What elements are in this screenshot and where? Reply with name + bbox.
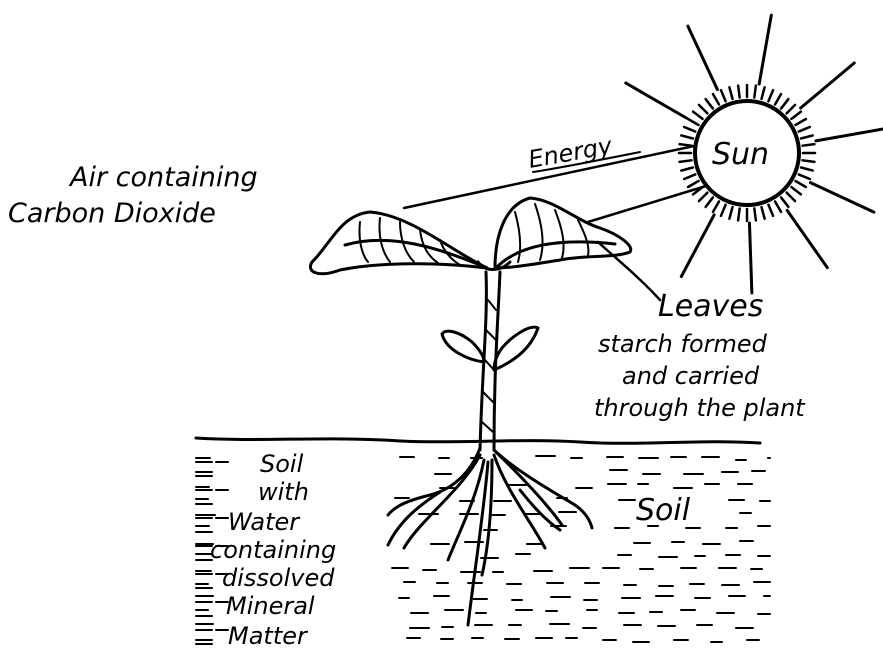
sun-label: Sun <box>712 137 769 172</box>
air-label: Air containing Carbon Dioxide <box>8 162 258 229</box>
leaves-label: Leaves starch formed and carried through… <box>594 242 806 422</box>
small-right-leaf <box>494 327 538 370</box>
plant-drawing <box>310 198 630 625</box>
soil-left-line-6: Mineral <box>226 592 315 620</box>
leaves-line-1: Leaves <box>658 289 763 324</box>
leaves-line-4: through the plant <box>594 394 806 422</box>
leaves-line-2: starch formed <box>598 330 768 358</box>
air-line-2: Carbon Dioxide <box>8 198 216 229</box>
soil-left-label: Soil with Water containing dissolved Min… <box>210 450 336 650</box>
energy-text: Energy <box>526 132 615 174</box>
soil-left-line-5: dissolved <box>222 564 335 592</box>
soil-left-line-7: Matter <box>228 622 309 650</box>
soil-left-line-4: containing <box>210 536 336 564</box>
soil-left-line-3: Water <box>228 508 301 536</box>
soil-right-label: Soil <box>636 493 691 528</box>
soil-left-line-1: Soil <box>260 450 304 478</box>
ground <box>196 438 760 443</box>
leaves-line-3: and carried <box>622 362 760 390</box>
soil-left-line-2: with <box>258 478 309 506</box>
small-left-leaf <box>442 331 484 362</box>
energy-label: Energy <box>526 132 640 174</box>
sun-text: Sun <box>712 137 769 172</box>
air-line-1: Air containing <box>68 162 258 193</box>
roots <box>388 448 592 625</box>
soil-right-text: Soil <box>636 493 691 528</box>
